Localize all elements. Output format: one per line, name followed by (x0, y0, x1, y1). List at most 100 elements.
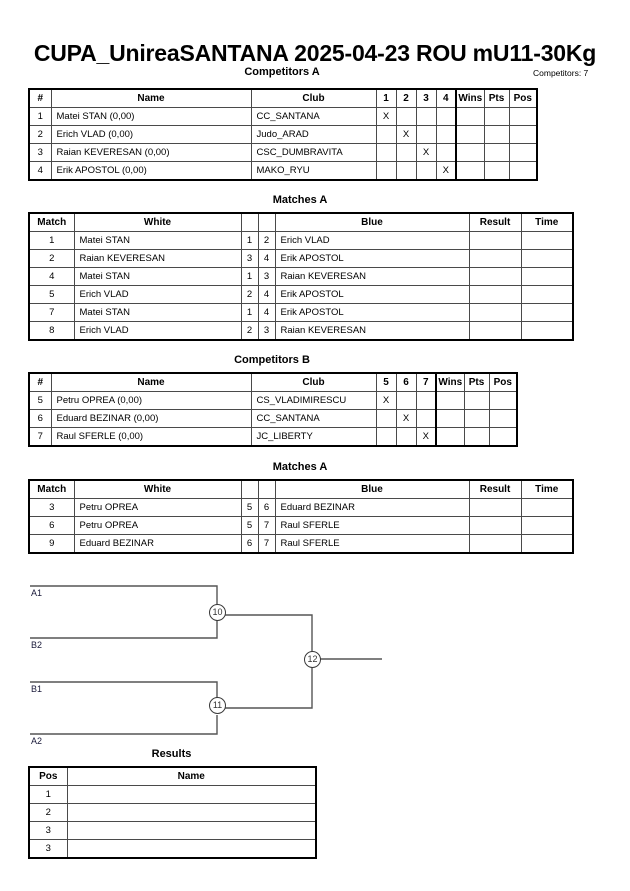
cell-result[interactable] (468, 534, 522, 554)
cell-pts[interactable] (463, 427, 490, 447)
cell-pos[interactable] (508, 107, 538, 126)
cell-blue-number: 6 (257, 498, 276, 517)
table-row: 3 (28, 821, 317, 840)
col-time: Time (520, 479, 574, 499)
cell-wins[interactable] (455, 143, 485, 162)
cell-wins[interactable] (455, 125, 485, 144)
cell-mark-2: X (395, 125, 417, 144)
col-pts: Pts (483, 88, 510, 108)
col-wins: Wins (435, 372, 465, 392)
cell-pts[interactable] (483, 125, 510, 144)
cell-mark-2 (395, 107, 417, 126)
cell-mark-1 (375, 427, 397, 447)
cell-match-number: 7 (28, 303, 75, 322)
cell-name[interactable] (66, 803, 317, 822)
table-row: 2 (28, 803, 317, 822)
col-white-number (240, 479, 259, 499)
cell-name: Matei STAN (0,00) (50, 107, 252, 126)
col-opponent-1: 1 (375, 88, 397, 108)
bracket-seed-a2: A2 (31, 736, 43, 746)
cell-result[interactable] (468, 321, 522, 341)
cell-blue-name: Raian KEVERESAN (274, 321, 470, 341)
cell-time[interactable] (520, 249, 574, 268)
cell-name: Erik APOSTOL (0,00) (50, 161, 252, 181)
bracket-seed-b1: B1 (31, 684, 43, 694)
cell-name[interactable] (66, 821, 317, 840)
col-pts: Pts (463, 372, 490, 392)
cell-time[interactable] (520, 516, 574, 535)
cell-pos[interactable] (488, 409, 518, 428)
cell-white-name: Eduard BEZINAR (73, 534, 242, 554)
cell-time[interactable] (520, 303, 574, 322)
cell-blue-number: 7 (257, 516, 276, 535)
col-pos: Pos (508, 88, 538, 108)
cell-blue-number: 3 (257, 267, 276, 286)
cell-pos[interactable] (488, 427, 518, 447)
cell-result[interactable] (468, 249, 522, 268)
col-blue: Blue (274, 212, 470, 232)
cell-wins[interactable] (435, 409, 465, 428)
cell-club: CC_SANTANA (250, 409, 377, 428)
cell-pos[interactable] (488, 391, 518, 410)
bracket-node-semifinal-1[interactable]: 10 (209, 604, 226, 621)
cell-pts[interactable] (483, 143, 510, 162)
cell-time[interactable] (520, 534, 574, 554)
col-match: Match (28, 479, 75, 499)
cell-time[interactable] (520, 285, 574, 304)
cell-result[interactable] (468, 498, 522, 517)
cell-match-number: 4 (28, 267, 75, 286)
cell-white-number: 2 (240, 321, 259, 341)
cell-pts[interactable] (483, 161, 510, 181)
cell-white-name: Matei STAN (73, 267, 242, 286)
col-opponent-7: 7 (415, 372, 437, 392)
cell-pts[interactable] (463, 391, 490, 410)
cell-time[interactable] (520, 498, 574, 517)
cell-pts[interactable] (483, 107, 510, 126)
cell-wins[interactable] (455, 107, 485, 126)
cell-blue-name: Erich VLAD (274, 231, 470, 250)
cell-name[interactable] (66, 839, 317, 859)
cell-match-number: 1 (28, 231, 75, 250)
cell-match-number: 5 (28, 285, 75, 304)
cell-time[interactable] (520, 231, 574, 250)
cell-pos: 1 (28, 785, 68, 804)
cell-pos[interactable] (508, 143, 538, 162)
cell-blue-number: 4 (257, 285, 276, 304)
cell-time[interactable] (520, 267, 574, 286)
bracket-seed-b2: B2 (31, 640, 43, 650)
cell-name[interactable] (66, 785, 317, 804)
cell-pts[interactable] (463, 409, 490, 428)
table-header-row: # Name Club 5 6 7 Wins Pts Pos (28, 372, 518, 392)
cell-club: CC_SANTANA (250, 107, 377, 126)
col-number: # (28, 88, 52, 108)
cell-result[interactable] (468, 516, 522, 535)
col-name: Name (50, 372, 252, 392)
cell-result[interactable] (468, 267, 522, 286)
bracket-node-semifinal-2[interactable]: 11 (209, 697, 226, 714)
cell-result[interactable] (468, 231, 522, 250)
cell-wins[interactable] (435, 427, 465, 447)
bracket-node-final[interactable]: 12 (304, 651, 321, 668)
col-result: Result (468, 212, 522, 232)
cell-wins[interactable] (455, 161, 485, 181)
cell-blue-name: Eduard BEZINAR (274, 498, 470, 517)
cell-name: Petru OPREA (0,00) (50, 391, 252, 410)
cell-result[interactable] (468, 285, 522, 304)
cell-mark-3 (415, 161, 437, 181)
cell-name: Raian KEVERESAN (0,00) (50, 143, 252, 162)
cell-time[interactable] (520, 321, 574, 341)
col-opponent-6: 6 (395, 372, 417, 392)
cell-white-name: Petru OPREA (73, 498, 242, 517)
cell-result[interactable] (468, 303, 522, 322)
cell-wins[interactable] (435, 391, 465, 410)
cell-name: Eduard BEZINAR (0,00) (50, 409, 252, 428)
cell-pos[interactable] (508, 125, 538, 144)
cell-number: 4 (28, 161, 52, 181)
cell-pos[interactable] (508, 161, 538, 181)
col-wins: Wins (455, 88, 485, 108)
